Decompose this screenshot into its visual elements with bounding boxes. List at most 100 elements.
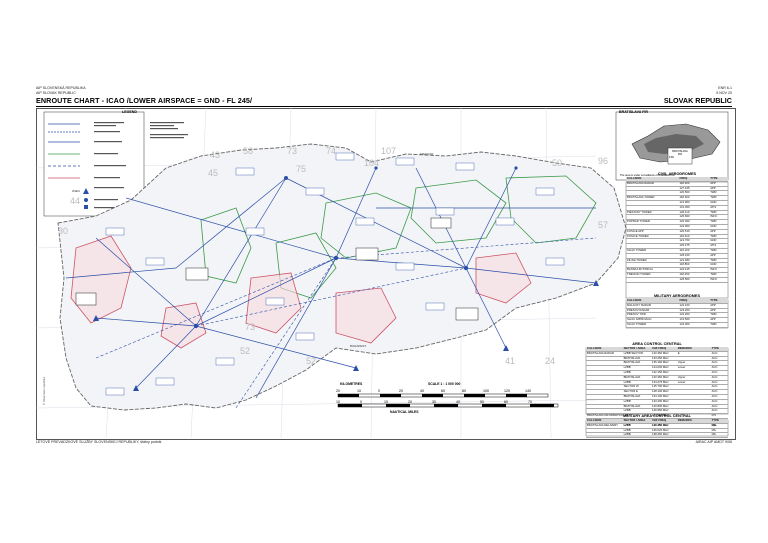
- table-cell: 133.250 MHz: [652, 356, 669, 360]
- scale-nm-tick: 30: [432, 400, 436, 404]
- table-cell: [626, 191, 678, 195]
- table-cell: ACC: [711, 370, 718, 374]
- table-header-cell: TYPE: [711, 347, 719, 350]
- table-header-cell: SECTOR / AREA: [623, 419, 646, 422]
- grid-reference-number: 44: [70, 196, 81, 206]
- table-cell: TWR: [710, 258, 717, 262]
- scale-nm-tick: 60: [504, 400, 508, 404]
- header-right-line1: ENR 6-1: [718, 86, 732, 90]
- table-cell: TWR: [710, 248, 717, 252]
- table-cell: 121.480: [679, 258, 690, 262]
- table-cell: [626, 206, 678, 210]
- table-cell: [586, 381, 623, 385]
- table-cell: 120.300: [679, 220, 690, 224]
- grid-reference-number: 96: [598, 156, 609, 166]
- table-cell: ACC: [711, 351, 718, 355]
- table-cell: LZBB: [623, 399, 631, 403]
- legend-title: LEGEND: [122, 110, 137, 114]
- table-cell: TWR: [710, 191, 717, 195]
- table-cell: BRATISLAVA: [623, 356, 641, 360]
- table-cell: [626, 244, 678, 248]
- table-cell: INFO: [710, 215, 717, 219]
- table-cell: BRATISLAVA TOWER: [627, 196, 655, 200]
- table-cell: Upper: [677, 361, 686, 365]
- table-cell: [677, 429, 711, 433]
- table-cell: 132.150 MHz: [652, 370, 669, 374]
- slovakia-fir-area: [57, 143, 627, 411]
- table-cell: [586, 405, 623, 409]
- table-cell: 124.030 MHz: [652, 366, 669, 370]
- table-cell: INFO: [710, 277, 717, 281]
- table-cell: [626, 201, 678, 205]
- table-cell: [626, 254, 678, 258]
- table-cell: 131.500: [679, 318, 690, 322]
- table-cell: FIS: [711, 414, 716, 418]
- header-left-line1: AIP SLOVENSKÁ REPUBLIKA: [36, 86, 86, 90]
- table-header-cell: TYPE: [710, 299, 718, 302]
- table-cell: 120.800 MHz: [652, 404, 669, 408]
- scale-nm-tick: 10: [336, 400, 340, 404]
- inset-box-label: BRATISLAVA FIR: [672, 150, 688, 156]
- table-cell: SLIAC APPROACH: [627, 318, 652, 322]
- header-right-line2: 5 NOV 20: [716, 90, 732, 95]
- table-cell: [677, 395, 711, 399]
- grid-reference-number: 57: [598, 220, 609, 230]
- grid-reference-number: 52: [306, 356, 317, 366]
- table-header-cell: VHF FREQ: [652, 347, 667, 350]
- grid-reference-number: 52: [240, 346, 251, 356]
- table-cell: ACC: [711, 356, 718, 360]
- table-cell: ZILINA TOWER: [627, 258, 647, 262]
- table-cell: TWR: [710, 220, 717, 224]
- table-cell: 125.700 MHz: [652, 385, 669, 389]
- scale-km-tick: 120: [504, 389, 510, 393]
- scale-km-tick: 20: [399, 389, 403, 393]
- grid-reference-number: 24: [545, 356, 556, 366]
- table-header-cell: TYPE: [711, 419, 719, 422]
- table-cell: [677, 390, 711, 394]
- table-cell: [586, 429, 623, 433]
- table-cell: 119.010: [679, 234, 690, 238]
- table-cell: 138.250 MHz: [652, 433, 669, 437]
- table-cell: ACC: [711, 399, 718, 403]
- table-cell: 127.105: [679, 186, 690, 190]
- table-cell: KOSICE TOWER: [627, 234, 649, 238]
- table-cell: BANSKA BYSTRICA: [627, 268, 653, 272]
- table-header-cell: VHF FREQ: [652, 419, 667, 422]
- footer-amendment: AIRAC AIP AMDT 9/06: [695, 440, 732, 444]
- table-cell: 121.700: [679, 239, 690, 243]
- scale-nm-tick: 50: [480, 400, 484, 404]
- table-cell: [586, 409, 623, 413]
- table-cell: APP: [710, 303, 716, 307]
- table-cell: APP: [710, 229, 716, 233]
- table-cell: BRATISLAVA: [623, 375, 641, 379]
- table-cell: PRESOV RADAR: [627, 308, 650, 312]
- table-cell: 126.500: [679, 277, 690, 281]
- scale-nm-tick: 0: [360, 400, 362, 404]
- inset-fir-label: FIR: [669, 155, 674, 159]
- legend-box: [43, 111, 188, 217]
- table-cell: 120.510: [679, 229, 690, 233]
- table-cell: 121.900: [679, 200, 690, 204]
- table-cell: 136.020 MHz: [652, 428, 669, 432]
- table-header-cell: REMARKS: [677, 419, 692, 422]
- table-cell: LZBB: [623, 423, 631, 427]
- table-cell: TWR: [710, 210, 717, 214]
- table-cell: MIL: [711, 423, 717, 427]
- table-cell: SLIAC TOWER: [627, 322, 647, 326]
- table-cell: [626, 187, 678, 191]
